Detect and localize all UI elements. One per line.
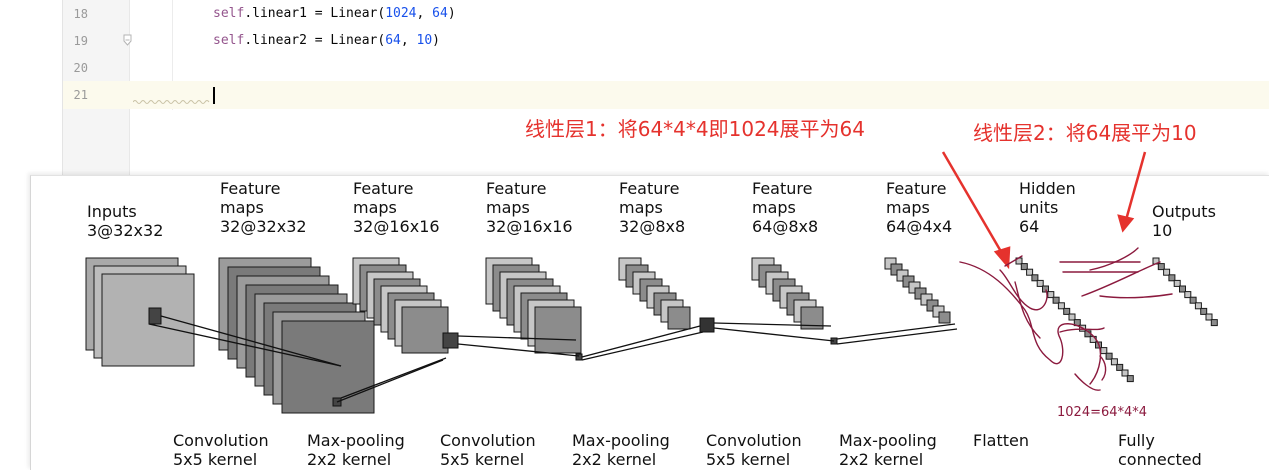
op-label-fc: Fully connected	[1118, 431, 1202, 469]
annotation-linear1: 线性层1：将64*4*4即1024展平为64	[525, 117, 865, 141]
kernel-patch-1	[148, 307, 162, 325]
code-token: self	[213, 6, 245, 21]
editor-left-margin	[0, 0, 62, 180]
output-unit	[1179, 285, 1186, 293]
line-number: 20	[73, 61, 88, 75]
layer-label-fm3: Feature maps 32@16x16	[486, 179, 573, 236]
layer-label-fm4: Feature maps 32@8x8	[619, 179, 686, 236]
connection-line	[581, 331, 704, 361]
code-line-18[interactable]: 18 self.linear1 = Linear(1024, 64)	[63, 0, 1269, 28]
code-token: )	[447, 6, 456, 21]
handwritten-formula: 1024=64*4*4	[1057, 405, 1148, 420]
op-label-pool2: Max-pooling 2x2 kernel	[572, 431, 670, 469]
code-token: ,	[400, 33, 417, 48]
code-text[interactable]: self.linear2 = Linear(64, 10)	[213, 27, 440, 55]
fold-end-icon[interactable]	[123, 34, 132, 46]
network-drawing	[85, 257, 1218, 414]
gutter-divider	[62, 0, 63, 180]
connection-line	[836, 323, 956, 340]
output-unit	[1173, 279, 1181, 287]
output-unit	[1163, 268, 1171, 276]
connection-line	[836, 328, 958, 345]
kernel-patch-4	[575, 353, 583, 361]
layer-label-inputs: Inputs 3@32x32	[87, 202, 164, 240]
connection-line	[148, 323, 342, 367]
feature-map-16x16-b	[534, 306, 582, 354]
op-label-flatten: Flatten	[973, 431, 1029, 450]
op-label-conv3: Convolution 5x5 kernel	[706, 431, 802, 469]
op-label-conv1: Convolution 5x5 kernel	[173, 431, 269, 469]
layer-label-outputs: Outputs 10	[1152, 202, 1216, 240]
code-token: .linear2 = Linear(	[244, 33, 386, 48]
connection-line	[713, 327, 835, 342]
line-number: 18	[73, 7, 88, 21]
indent-guide	[172, 0, 173, 110]
output-unit	[1194, 302, 1202, 310]
code-editor[interactable]: 18 self.linear1 = Linear(1024, 64) 19 se…	[0, 0, 1269, 180]
code-token: .linear1 = Linear(	[244, 6, 386, 21]
connection-line	[160, 315, 342, 367]
code-token: 64	[432, 6, 448, 21]
connection-line	[340, 357, 447, 399]
feature-map-8x8	[667, 306, 691, 330]
output-unit	[1184, 291, 1192, 299]
feature-map-8x8-b	[800, 306, 824, 330]
text-caret	[213, 87, 215, 104]
connection-line	[713, 322, 832, 327]
connection-line	[457, 335, 577, 341]
output-unit	[1189, 296, 1197, 304]
code-token: )	[432, 33, 440, 48]
code-token: 1024	[385, 6, 417, 21]
output-unit	[1205, 313, 1213, 321]
code-line-21[interactable]: 21	[63, 81, 1269, 109]
code-text[interactable]: self.linear1 = Linear(1024, 64)	[213, 0, 456, 28]
code-line-20[interactable]: 20	[63, 54, 1269, 82]
line-number: 21	[73, 88, 88, 102]
code-token: ,	[416, 6, 433, 21]
layer-label-fm2: Feature maps 32@16x16	[353, 179, 440, 236]
code-token: self	[213, 33, 245, 48]
connection-line	[457, 343, 580, 357]
op-label-pool1: Max-pooling 2x2 kernel	[307, 431, 405, 469]
code-token: 64	[385, 33, 401, 48]
op-label-pool3: Max-pooling 2x2 kernel	[839, 431, 937, 469]
hidden-unit	[1110, 358, 1118, 366]
kernel-patch-5	[699, 317, 715, 333]
layer-label-fm1: Feature maps 32@32x32	[220, 179, 307, 236]
feature-map-32x32	[281, 320, 375, 414]
hidden-unit	[1116, 363, 1124, 371]
layer-label-hidden: Hidden units 64	[1019, 179, 1076, 236]
hidden-unit	[1031, 274, 1039, 282]
output-unit	[1168, 274, 1176, 282]
warning-squiggle-icon	[133, 100, 210, 104]
feature-map-16x16	[401, 306, 449, 354]
input-map	[101, 273, 195, 367]
code-token: 10	[416, 33, 433, 48]
op-label-conv2: Convolution 5x5 kernel	[440, 431, 536, 469]
hidden-unit	[1126, 375, 1134, 383]
kernel-patch-3	[442, 332, 459, 349]
connection-line	[581, 325, 701, 358]
layer-label-fm5: Feature maps 64@8x8	[752, 179, 819, 236]
hidden-unit	[1121, 369, 1129, 377]
annotation-linear2: 线性层2：将64展平为10	[973, 121, 1197, 145]
cnn-architecture-diagram: Inputs 3@32x32 Feature maps 32@32x32 Fea…	[30, 175, 1269, 470]
output-unit	[1200, 307, 1208, 315]
feature-map-4x4	[938, 311, 951, 324]
line-number: 19	[73, 34, 88, 48]
connection-line	[336, 359, 444, 403]
code-line-19[interactable]: 19 self.linear2 = Linear(64, 10)	[63, 27, 1269, 55]
layer-label-fm6: Feature maps 64@4x4	[886, 179, 953, 236]
output-unit	[1210, 319, 1218, 327]
